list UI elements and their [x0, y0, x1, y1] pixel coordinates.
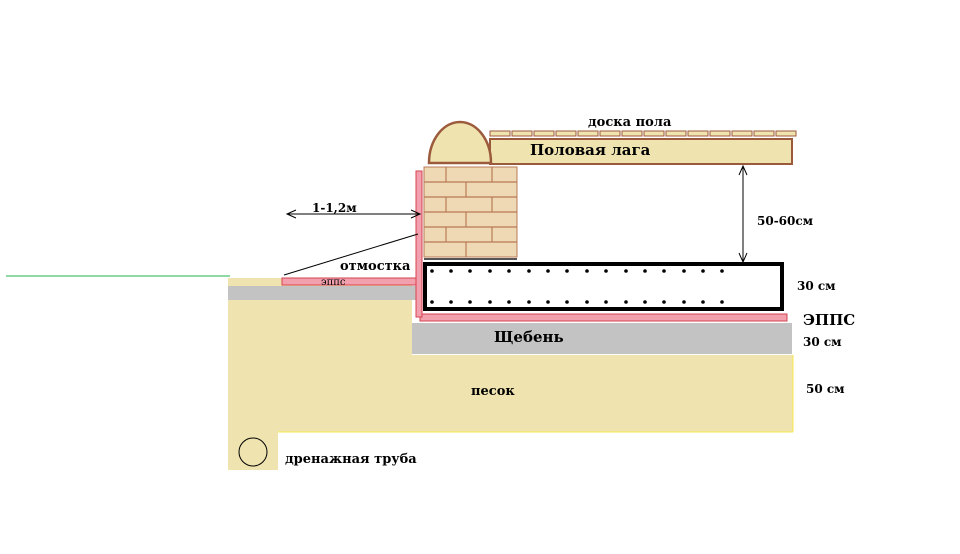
blind-area-width-arrow: [285, 209, 422, 219]
epps-vertical: [415, 170, 423, 318]
sand-label: песок: [471, 384, 515, 399]
gravel-thickness-label: 30 см: [803, 335, 842, 349]
arch-cap: [427, 120, 493, 165]
floor-boards: [489, 130, 797, 137]
concrete-slab: [423, 262, 784, 311]
rebar-dots: [430, 269, 724, 304]
sand-thickness-label: 50 см: [806, 382, 845, 396]
floor-joist-label: Половая лага: [530, 141, 651, 159]
height-gap-arrow: [738, 164, 748, 264]
height-gap-label: 50-60см: [757, 214, 814, 228]
blind-area-width-label: 1-1,2м: [312, 201, 357, 215]
gravel-under-blind-area: [228, 286, 418, 300]
floor-board-label: доска пола: [588, 115, 672, 130]
slab-thickness-label: 30 см: [797, 279, 836, 293]
epps-under-slab: [419, 313, 788, 322]
drain-pipe-circle: [238, 437, 268, 467]
brick-wall: [423, 166, 518, 258]
sand-layer: [228, 278, 793, 470]
epps-small-label: эппс: [321, 277, 346, 288]
blind-area-label: отмостка: [340, 259, 411, 274]
gravel-layer: [412, 323, 792, 354]
epps-blind-area: [281, 277, 418, 286]
floor-joist: [489, 138, 793, 165]
drain-pipe-label: дренажная труба: [285, 452, 417, 467]
blind-area-slope: [283, 233, 419, 276]
gravel-label: Щебень: [494, 328, 564, 346]
epps-big-label: ЭППС: [803, 311, 856, 329]
